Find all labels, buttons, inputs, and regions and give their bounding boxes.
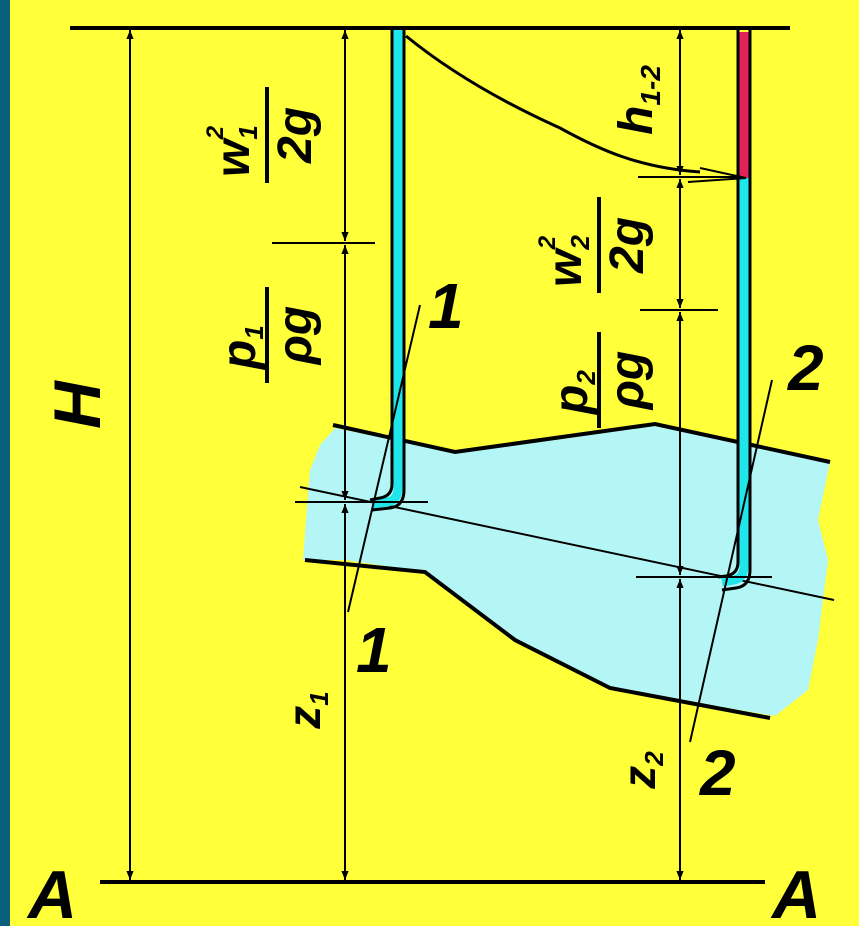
label-p1: p1 [213,325,269,371]
label-section1-top: 1 [428,270,464,342]
label-w2: w22 [534,235,595,287]
label-rho-g-2: ρg [601,351,654,411]
label-section1-bottom: 1 [356,614,392,686]
pipe-bottom-wall [304,558,771,720]
label-H-group: H [40,380,114,429]
label-datum-right: A [770,857,821,926]
energy-line-tip [687,167,747,183]
label-section2-bottom: 2 [699,737,736,809]
label-z2-group: z2 [613,751,669,790]
label-h12: h1-2 [610,65,666,135]
label-w1-fraction: w12 2g [202,87,322,183]
label-z1: z1 [278,691,334,729]
label-section2-top: 2 [787,332,824,404]
label-rho-g-1: ρg [269,306,322,366]
label-2g-2: 2g [601,217,654,274]
label-w1: w12 [202,125,263,177]
label-H: H [40,380,114,429]
label-p1-fraction: p1 ρg [213,287,322,383]
energy-line-curve [405,34,701,174]
label-z1-group: z1 [278,691,334,729]
section-line-2 [689,379,773,743]
label-2g-1: 2g [269,107,322,164]
label-p2-fraction: p2 ρg [545,332,654,428]
label-w2-fraction: w22 2g [534,197,654,293]
label-p2: p2 [545,370,601,416]
label-datum-left: A [26,857,77,926]
pipe-body [303,424,830,716]
section-line-1 [347,304,421,613]
tube-1-inner-wall [369,30,394,502]
label-z2: z2 [613,751,669,790]
tube-2-fluid [721,178,749,587]
tube-2-inner-wall [717,30,740,579]
label-h12-group: h1-2 [610,65,666,135]
tube-2-outer-wall [721,30,752,592]
